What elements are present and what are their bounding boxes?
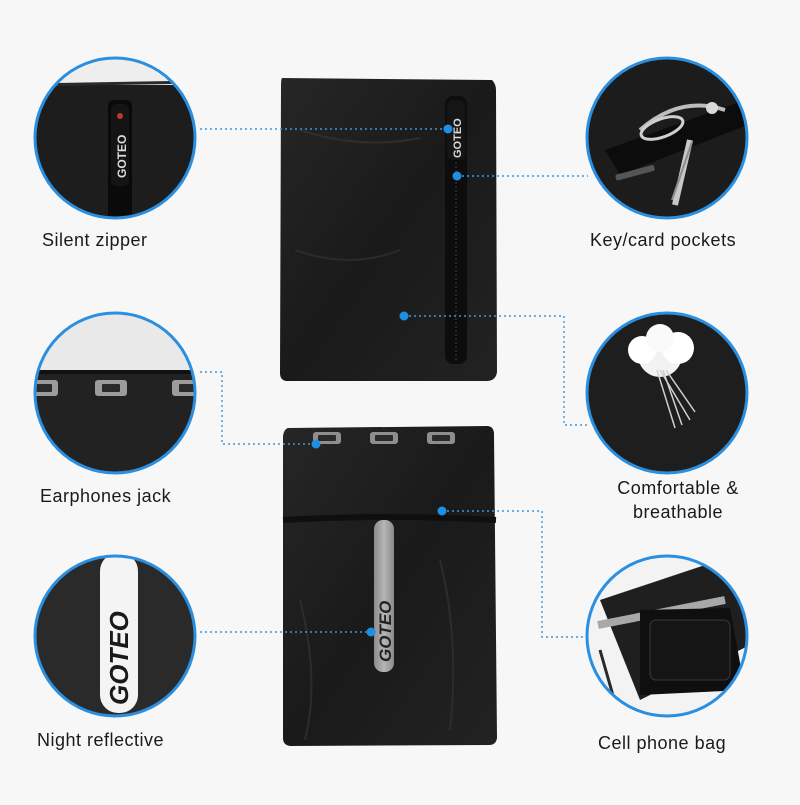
caption-night-reflective: Night reflective — [37, 730, 165, 750]
caption-earphones-jack: Earphones jack — [40, 486, 172, 506]
reflective-brand-text: GOTEO — [376, 601, 395, 662]
zipper-brand-text: GOTEO — [452, 118, 464, 158]
breathable-fabric-detail — [585, 311, 749, 475]
reflective-strip — [374, 520, 394, 672]
caption-comfortable-breathable: Comfortable & breathable — [617, 478, 739, 522]
reflective-detail-brand: GOTEO — [104, 611, 134, 705]
caption-silent-zipper: Silent zipper — [42, 230, 148, 250]
leader-dots — [311, 124, 462, 637]
earphones-jack-detail — [33, 311, 197, 475]
armband-bottom-view: GOTEO — [282, 426, 497, 746]
cell-phone-bag-detail — [585, 554, 749, 718]
night-reflective-detail: GOTEO — [33, 554, 197, 718]
silent-zipper-detail: GOTEO — [33, 56, 197, 220]
key-card-pockets-detail — [585, 56, 749, 220]
zipper-detail-brand: GOTEO — [115, 135, 129, 178]
armband-top-view: GOTEO — [280, 78, 497, 381]
caption-key-card-pockets: Key/card pockets — [590, 230, 737, 250]
leader-lines — [200, 128, 588, 638]
caption-cell-phone-bag: Cell phone bag — [598, 733, 727, 753]
zipper-track: GOTEO — [445, 96, 467, 364]
